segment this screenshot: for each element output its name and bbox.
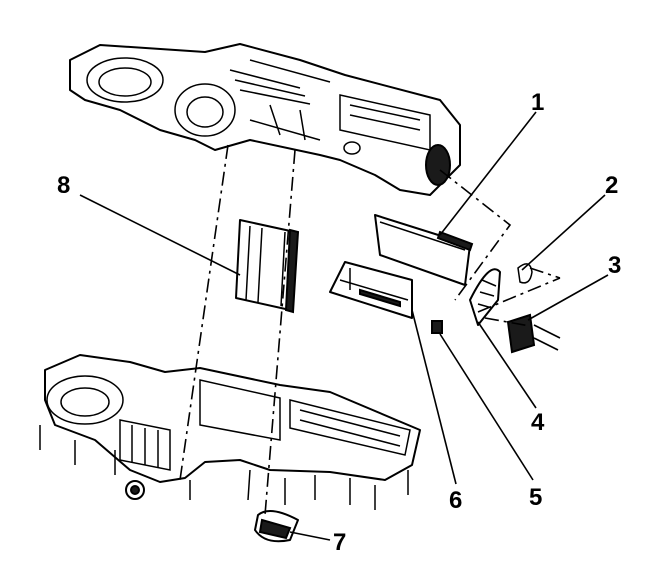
callout-5: 5 [529, 484, 542, 511]
part-8-door [235, 219, 300, 314]
lower-case-assembly [44, 354, 421, 500]
part-2-clip [517, 263, 533, 284]
part-7-gear [254, 510, 299, 543]
leader-lines [79, 111, 609, 541]
callout-4: 4 [531, 409, 545, 436]
part-1-filter [374, 214, 474, 286]
callout-7: 7 [333, 529, 346, 556]
upper-case-assembly [69, 43, 461, 196]
part-3-actuator [506, 313, 561, 354]
callout-8: 8 [57, 172, 70, 199]
callout-3: 3 [608, 252, 621, 279]
part-5-bushing [431, 320, 443, 334]
part-6-tray [329, 261, 413, 319]
callout-6: 6 [449, 487, 462, 514]
mounting-screws [39, 425, 409, 510]
callout-1: 1 [531, 89, 544, 116]
alignment-lines [179, 144, 561, 516]
callout-2: 2 [605, 172, 618, 199]
part-4-gear [469, 268, 501, 326]
